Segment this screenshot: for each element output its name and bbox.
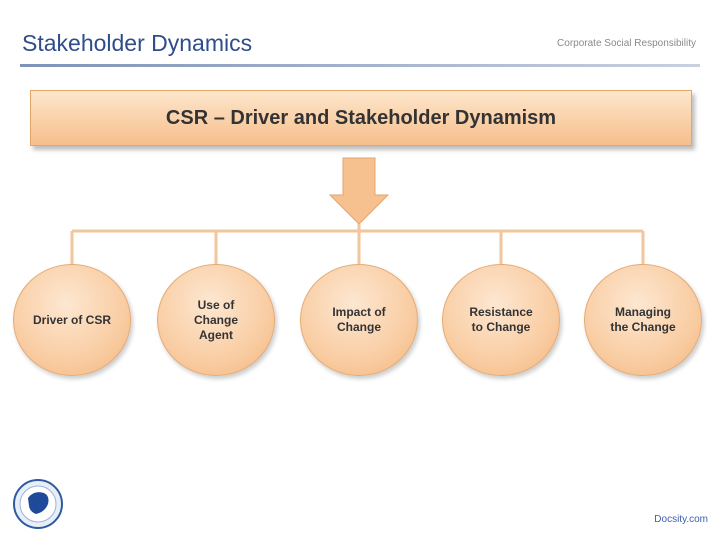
- down-arrow-icon: [328, 157, 390, 225]
- footer-link[interactable]: Docsity.com: [654, 514, 708, 525]
- page-subtitle: Corporate Social Responsibility: [557, 38, 696, 49]
- node-resistance-to-change: Resistance to Change: [442, 264, 560, 376]
- node-label: Resistance to Change: [469, 305, 533, 334]
- node-label: Use of Change Agent: [193, 297, 238, 342]
- node-label: Driver of CSR: [32, 312, 112, 327]
- root-banner-label: CSR – Driver and Stakeholder Dynamism: [165, 106, 557, 129]
- node-impact-of-change: Impact of Change: [300, 264, 418, 376]
- node-label: Managing the Change: [610, 305, 676, 334]
- title-divider: [20, 64, 700, 67]
- node-driver-of-csr: Driver of CSR: [13, 264, 131, 376]
- node-use-of-change-agent: Use of Change Agent: [157, 264, 275, 376]
- node-managing-the-change: Managing the Change: [584, 264, 702, 376]
- node-label: Impact of Change: [332, 305, 386, 334]
- page-title: Stakeholder Dynamics: [22, 30, 253, 56]
- globe-logo-icon: [13, 479, 63, 529]
- root-banner: CSR – Driver and Stakeholder Dynamism: [30, 90, 692, 146]
